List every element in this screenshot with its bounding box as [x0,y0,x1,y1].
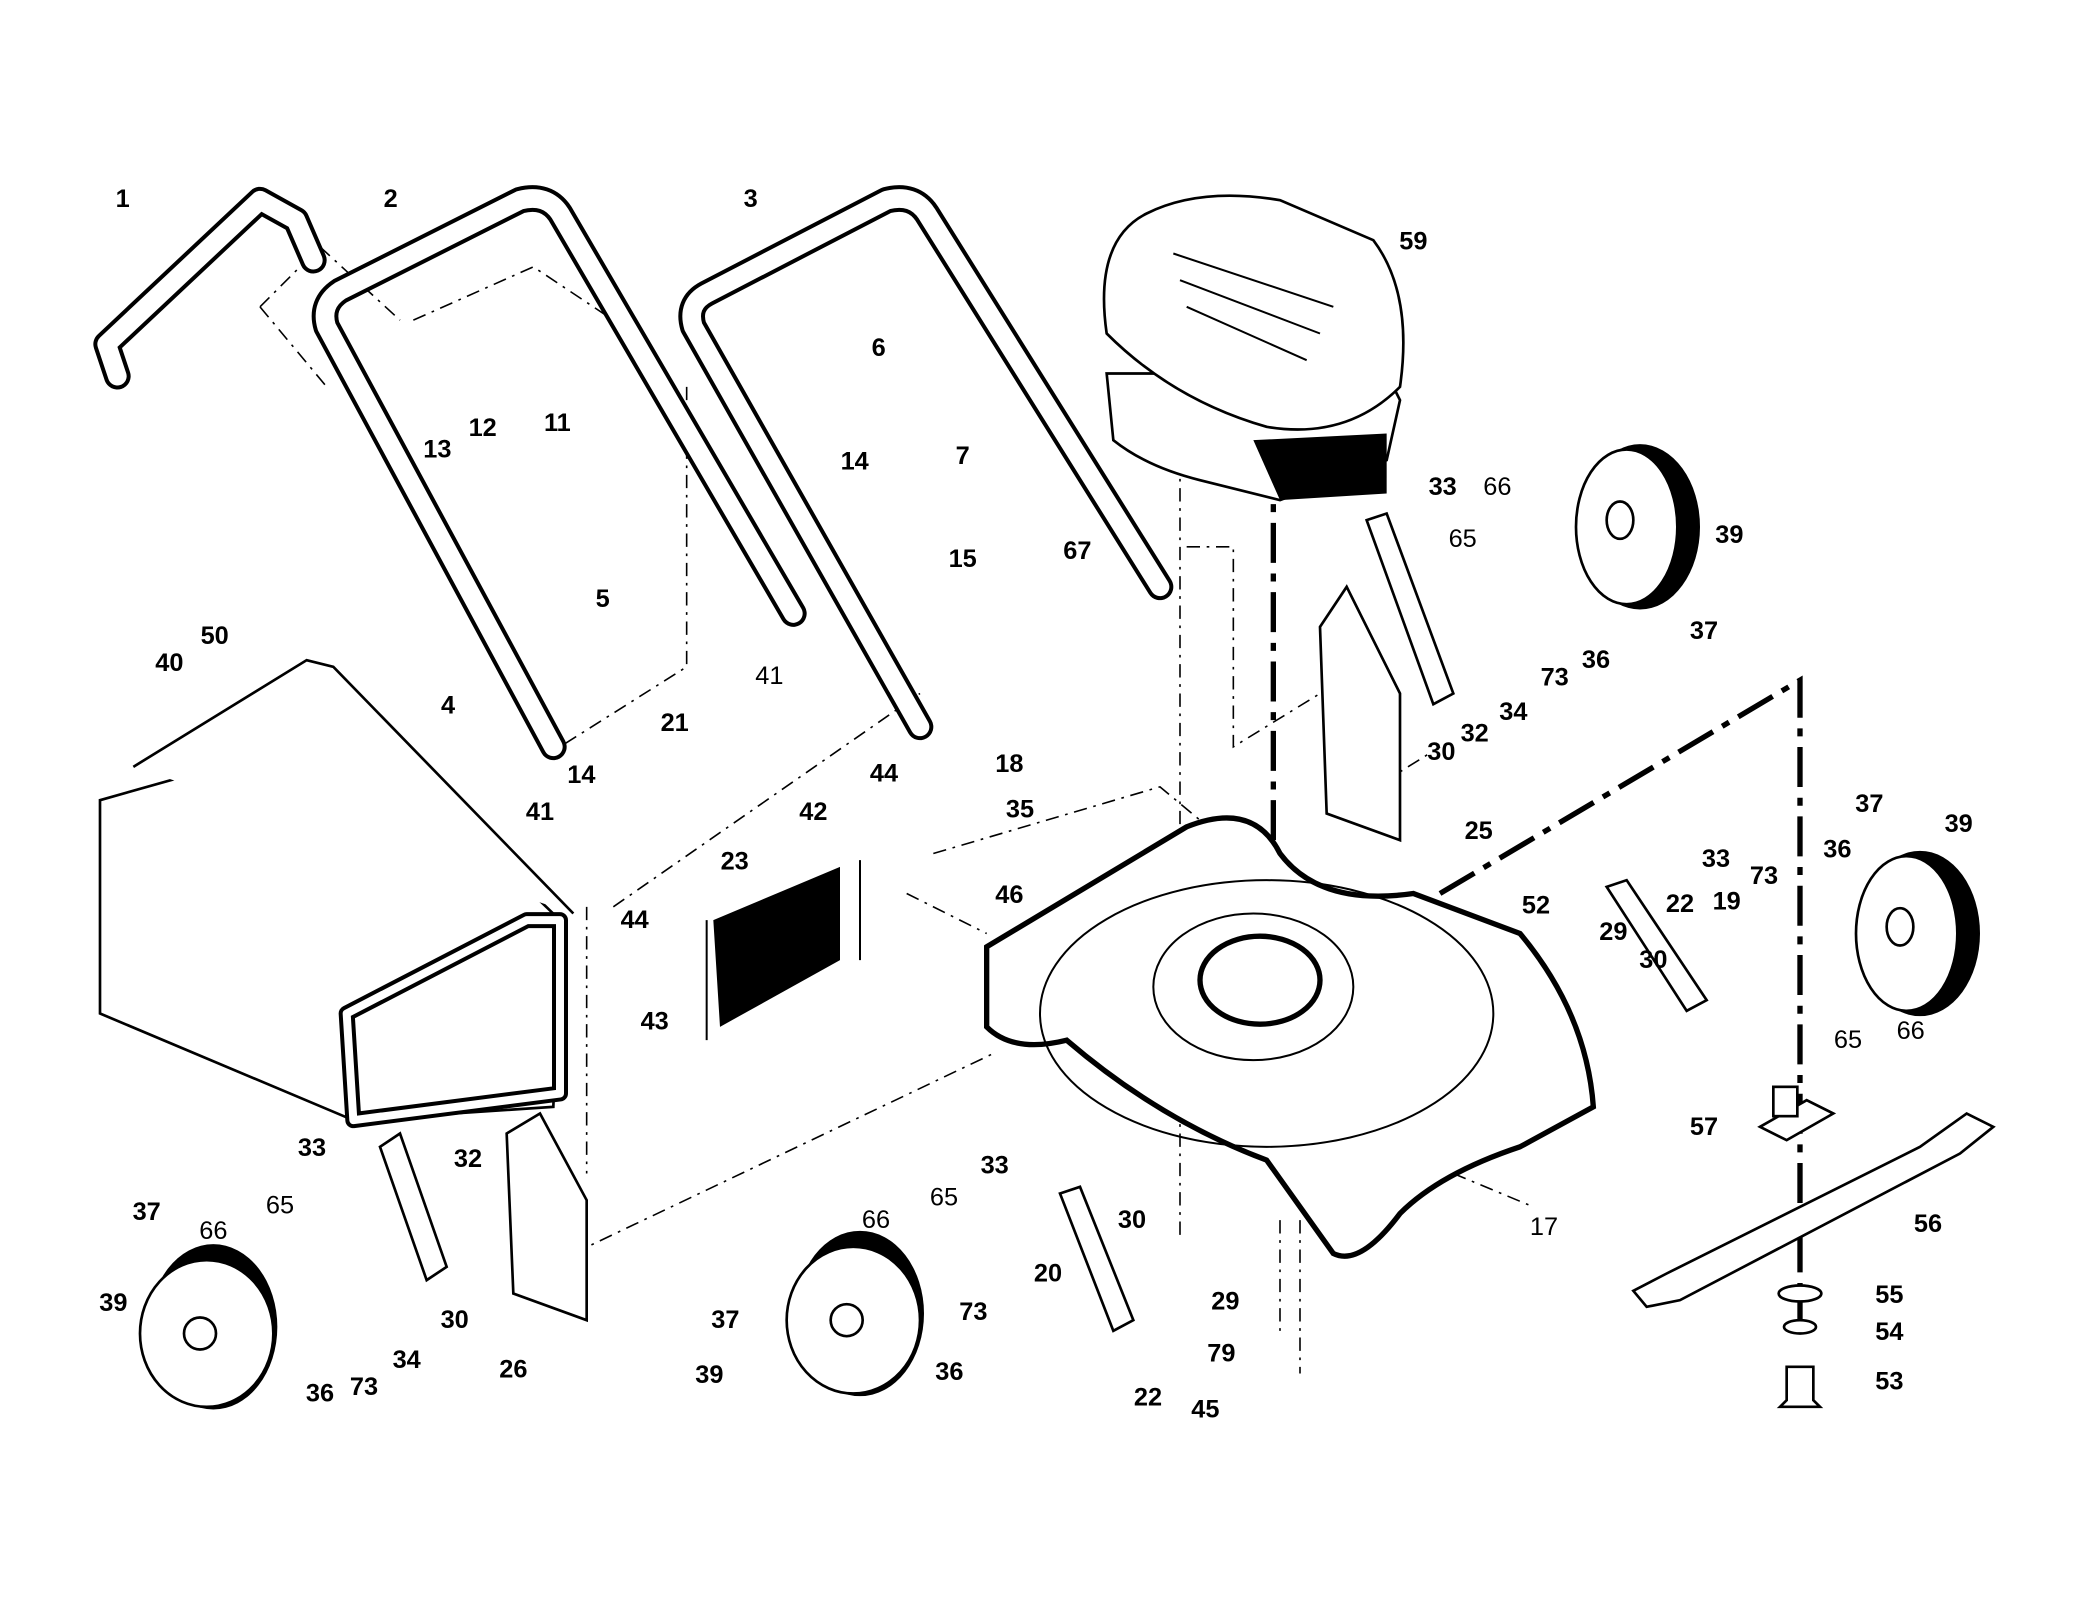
callout: 40 [155,649,183,677]
callout: 1 [116,185,130,213]
callout: 25 [1465,817,1493,845]
callout: 32 [1461,720,1489,748]
callout: 73 [350,1373,378,1401]
callout: 67 [1063,537,1091,565]
callout: 20 [1034,1260,1062,1288]
callout: 39 [1715,521,1743,549]
callout: 4 [441,692,455,720]
callout: 79 [1207,1340,1235,1368]
callout: 34 [1499,698,1527,726]
callout: 37 [1855,790,1883,818]
callout: 36 [1823,836,1851,864]
callout: 30 [1427,738,1455,766]
callout: 12 [469,414,497,442]
callout: 21 [661,709,689,737]
callout-labels: 1 2 3 59 6 12 11 13 7 14 33 66 65 39 5 6… [99,185,1973,1424]
callout: 66 [199,1217,227,1245]
blade [1631,1085,1996,1409]
callout: 35 [1006,796,1034,824]
callout: 43 [641,1008,669,1036]
callout: 34 [393,1346,421,1374]
callout: 37 [1690,617,1718,645]
callout: 65 [930,1184,958,1212]
callout: 65 [1834,1026,1862,1054]
wheel-rear-left [138,1244,278,1410]
callout: 30 [1118,1206,1146,1234]
callout: 19 [1713,888,1741,916]
callout: 13 [423,436,451,464]
grass-bag [98,658,575,1129]
callout: 42 [799,798,827,826]
callout: 56 [1914,1210,1942,1238]
callout: 22 [1134,1384,1162,1412]
callout: 73 [1750,862,1778,890]
callout: 55 [1875,1281,1903,1309]
callout: 41 [755,662,783,690]
callout: 54 [1875,1318,1903,1346]
callout: 37 [133,1198,161,1226]
callout: 53 [1875,1368,1903,1396]
callout: 30 [441,1306,469,1334]
callout: 33 [1429,473,1457,501]
callout: 39 [1945,810,1973,838]
wheel-front-right [1574,444,1700,610]
callout: 59 [1399,228,1427,256]
callout: 66 [1483,473,1511,501]
callout: 73 [1541,664,1569,692]
callout: 73 [959,1298,987,1326]
callout: 29 [1599,918,1627,946]
callout: 52 [1522,892,1550,920]
callout: 65 [266,1192,294,1220]
callout: 11 [544,409,571,437]
callout: 44 [621,906,649,934]
callout: 66 [1897,1017,1925,1045]
callout: 32 [454,1145,482,1173]
upper-handle-bar [93,186,327,390]
height-adjuster-brackets [378,511,1709,1333]
callout: 57 [1690,1113,1718,1141]
callout: 14 [567,761,595,789]
handle-2 [311,185,807,761]
callout: 33 [1702,845,1730,873]
callout: 44 [870,760,898,788]
wheel-front-left [785,1230,924,1397]
callout: 5 [596,585,610,613]
wheel-rear-right [1854,850,1980,1017]
callout: 26 [499,1356,527,1384]
callout: 2 [384,185,398,213]
engine [1102,194,1405,502]
callout: 14 [841,448,869,476]
callout: 50 [201,622,229,650]
callout: 29 [1211,1288,1239,1316]
callout: 18 [995,750,1023,778]
callout: 30 [1639,946,1667,974]
callout: 33 [298,1134,326,1162]
mower-deck [984,815,1597,1259]
callout: 17 [1530,1213,1558,1241]
callout: 36 [306,1380,334,1408]
callout: 45 [1191,1396,1219,1424]
callout: 41 [526,798,554,826]
callout: 39 [695,1361,723,1389]
callout: 7 [956,442,970,470]
callout: 36 [1582,646,1610,674]
callout: 23 [721,848,749,876]
callout: 15 [949,545,977,573]
callout: 3 [744,185,758,213]
callout: 22 [1666,890,1694,918]
rear-flap [705,860,861,1041]
callout: 37 [711,1306,739,1334]
handle-3 [678,185,1174,741]
callout: 36 [935,1358,963,1386]
callout: 46 [995,881,1023,909]
callout: 6 [872,334,886,362]
callout: 66 [862,1206,890,1234]
callout: 39 [99,1289,127,1317]
callout: 65 [1449,525,1477,553]
callout: 33 [981,1152,1009,1180]
